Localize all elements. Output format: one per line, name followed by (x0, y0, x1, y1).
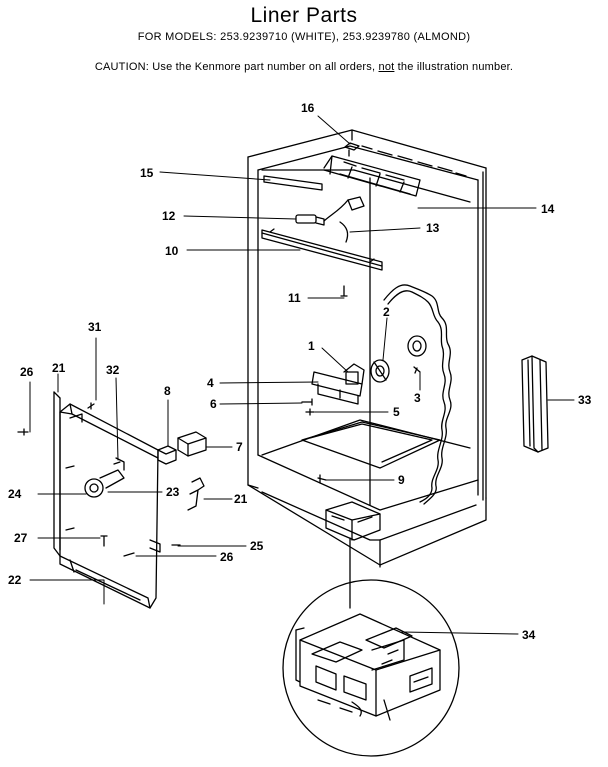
leader-lines (29, 115, 575, 635)
callout-31: 31 (88, 320, 102, 334)
control-knob (370, 359, 390, 383)
diagram-title: Liner Parts (250, 4, 358, 27)
callout-23: 23 (166, 485, 180, 499)
cabinet-liner (247, 129, 487, 568)
control-box (157, 431, 207, 465)
models-line: FOR MODELS: 253.9239710 (WHITE), 253.923… (137, 31, 471, 43)
cross-rail (261, 228, 383, 271)
callout-21-left: 21 (52, 361, 66, 375)
callout-21-right: 21 (234, 492, 248, 506)
callout-15: 15 (140, 166, 154, 180)
screw-5-drawing (305, 408, 315, 416)
screw-6-drawing (301, 398, 313, 406)
screw-32-drawing (113, 461, 121, 465)
caution-not-emphasis: not (378, 61, 395, 73)
callout-3: 3 (414, 391, 421, 405)
callout-26-left: 26 (20, 365, 34, 379)
screw-3-drawing (413, 366, 421, 374)
callout-26-right: 26 (220, 550, 234, 564)
caution-text-start: CAUTION: Use the Kenmore part number on … (94, 61, 379, 73)
caution-note: CAUTION: Use the Kenmore part number on … (0, 61, 608, 73)
screw-31-drawing (87, 402, 95, 410)
lower-compartment-box (325, 501, 381, 541)
callout-25: 25 (250, 539, 264, 553)
callout-32: 32 (106, 363, 120, 377)
screw-9-drawing (317, 474, 327, 484)
callout-22: 22 (8, 573, 22, 587)
screw-26-left-drawing (17, 428, 29, 436)
bracket-21-drawing (187, 477, 205, 511)
callout-12: 12 (162, 209, 176, 223)
callout-33: 33 (578, 393, 592, 407)
callout-14: 14 (541, 202, 555, 216)
callout-5: 5 (393, 405, 400, 419)
caution-text-end: the illustration number. (394, 61, 514, 73)
top-control-channel (323, 142, 421, 197)
callout-24: 24 (8, 487, 22, 501)
callout-8: 8 (164, 384, 171, 398)
screw-26-right-drawing (123, 552, 135, 557)
callout-10: 10 (165, 244, 179, 258)
callout-4: 4 (207, 376, 214, 390)
trim-strip (521, 355, 549, 453)
callout-9: 9 (398, 473, 405, 487)
fan-motor (84, 457, 125, 498)
light-socket-assembly (295, 196, 365, 243)
screw-27-drawing (100, 535, 108, 547)
access-panel (53, 391, 161, 609)
callout-13: 13 (426, 221, 440, 235)
callout-1: 1 (308, 339, 315, 353)
callout-16: 16 (301, 101, 315, 115)
callout-7: 7 (236, 440, 243, 454)
top-strip (263, 175, 323, 191)
callout-2: 2 (383, 305, 390, 319)
callout-11: 11 (288, 291, 301, 305)
callout-numbers: 16 15 14 12 13 10 11 2 1 4 3 6 5 8 7 9 3… (8, 101, 592, 642)
screw-11-drawing (340, 285, 348, 297)
detail-circle (282, 579, 460, 757)
callout-6: 6 (210, 397, 217, 411)
callout-27: 27 (14, 531, 28, 545)
control-bracket (311, 363, 365, 405)
callout-34: 34 (522, 628, 536, 642)
